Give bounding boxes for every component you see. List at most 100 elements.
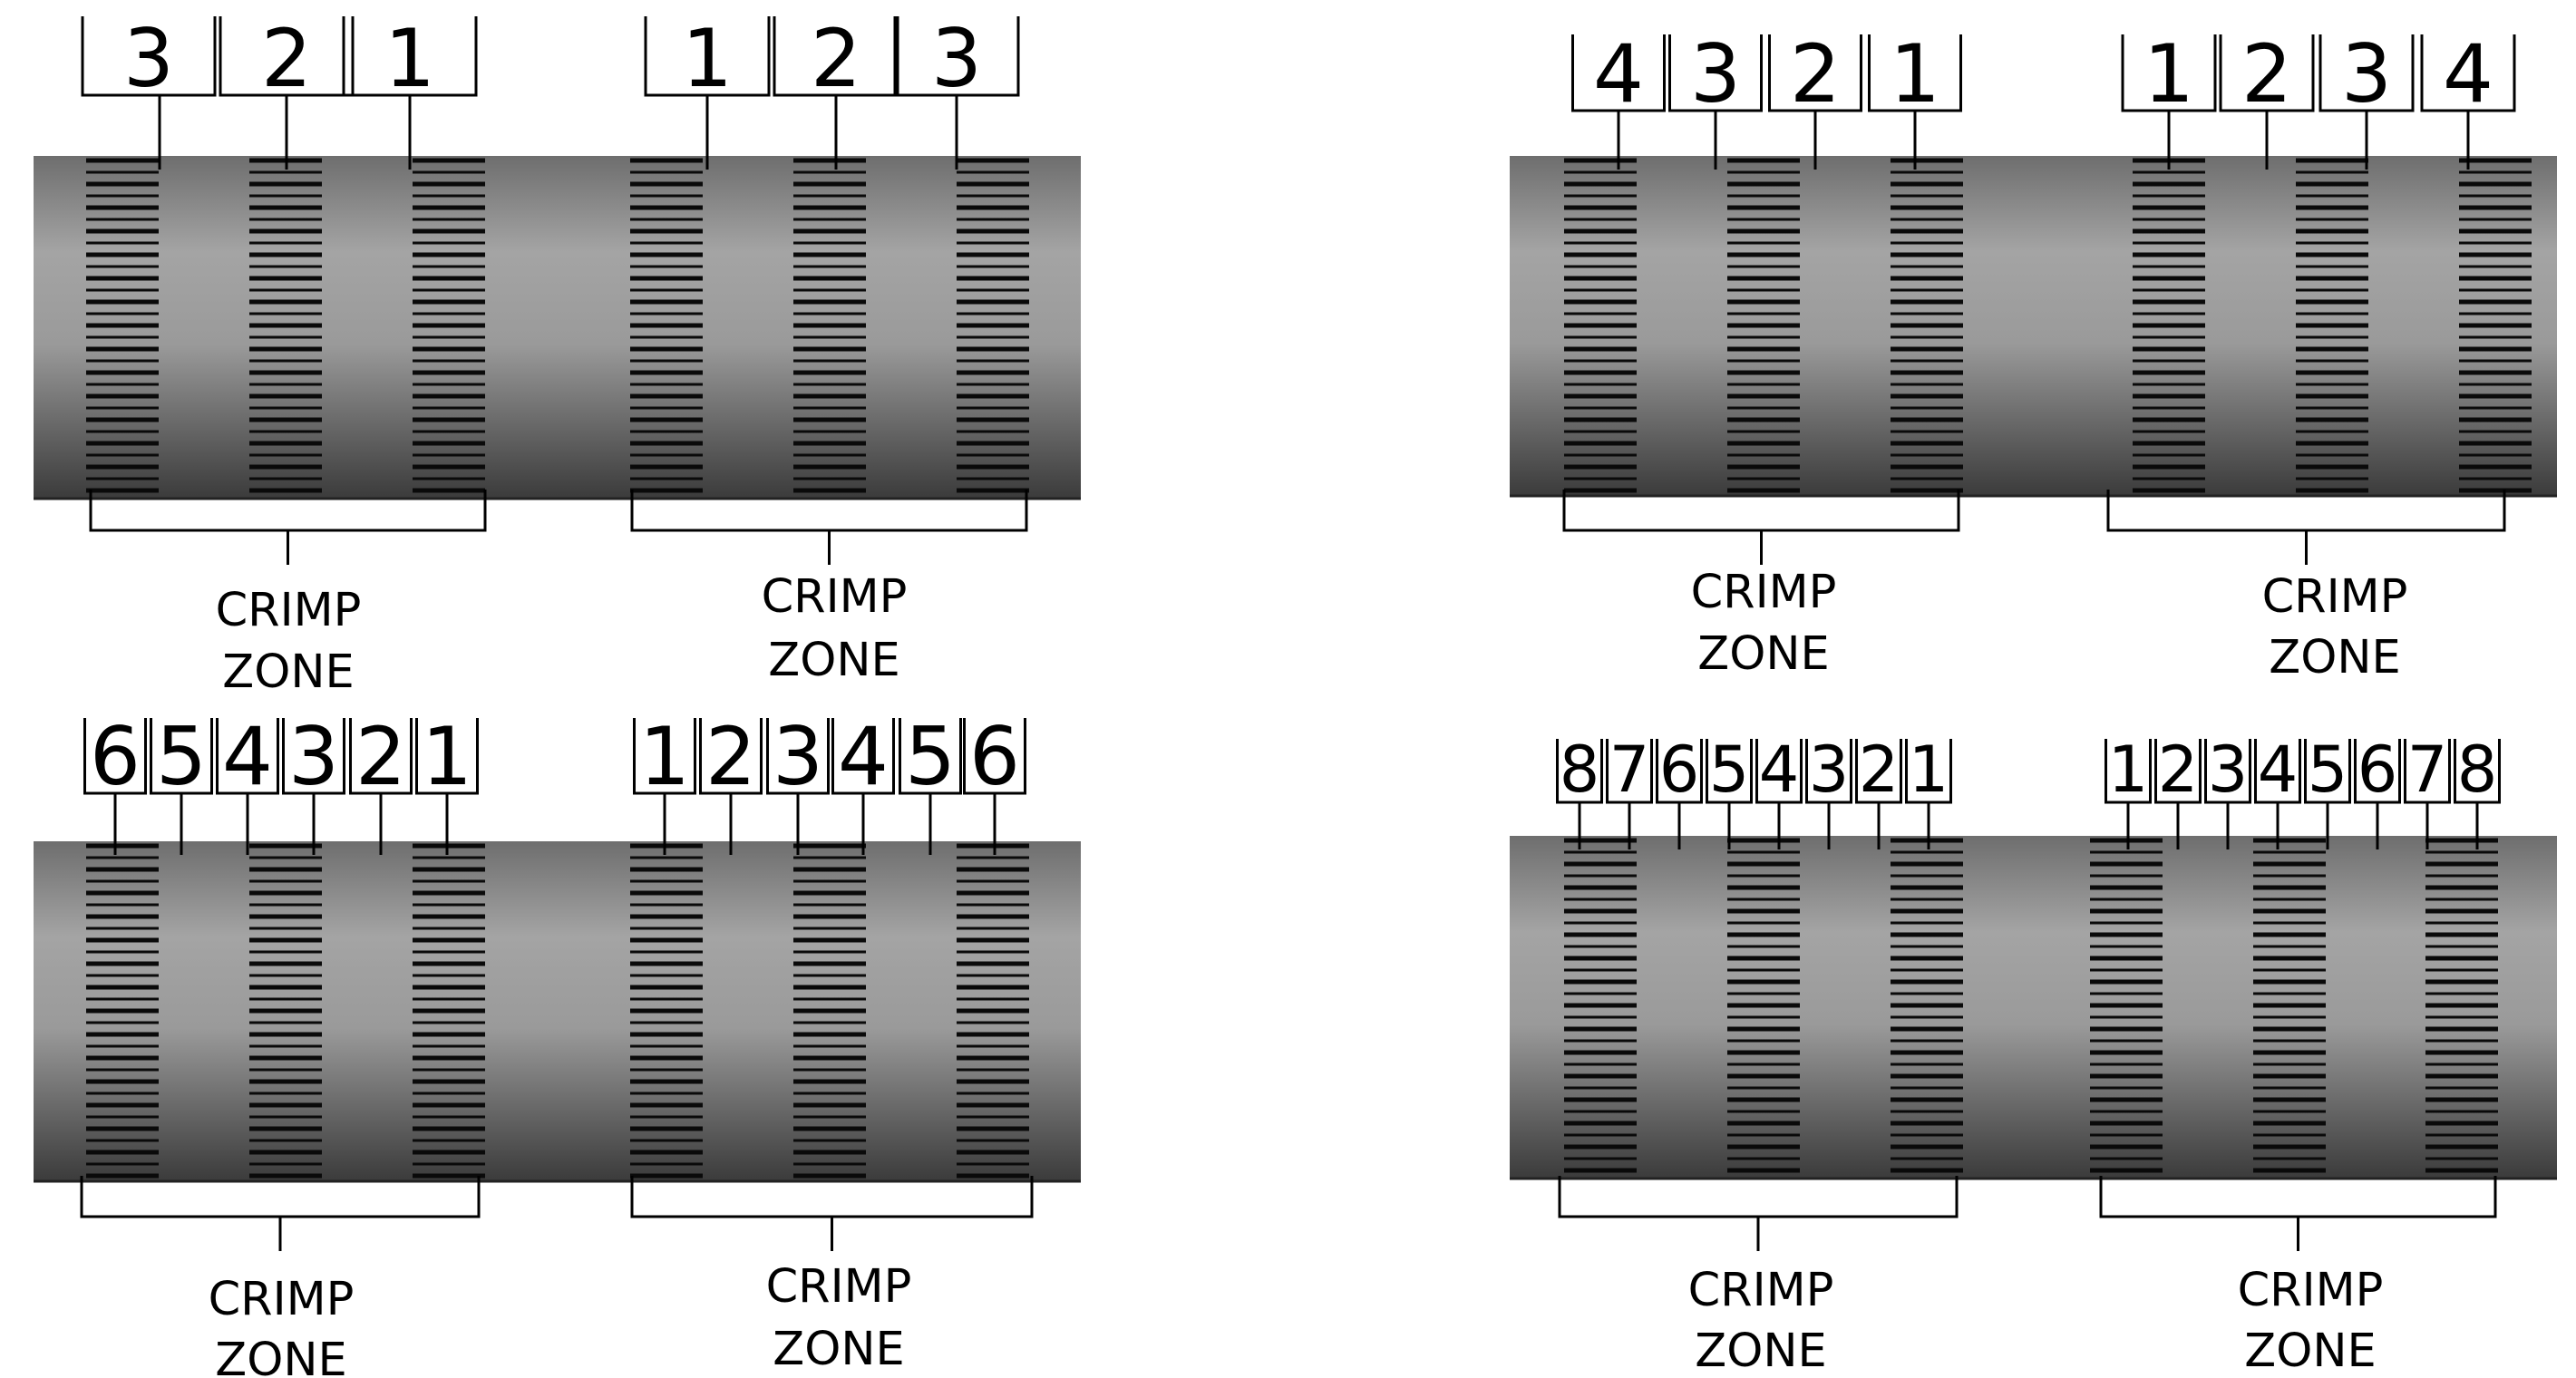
position-label: 5	[899, 710, 962, 855]
position-number: 5	[156, 710, 207, 803]
position-number: 1	[384, 12, 435, 105]
position-number: 2	[811, 12, 861, 105]
crimp-stripe-band	[249, 843, 322, 1179]
crimp-stripe-band	[2296, 158, 2368, 493]
crimp-stripe-band	[793, 158, 866, 493]
position-label: 4	[831, 710, 895, 855]
position-number: 4	[2443, 27, 2493, 121]
crimp-stripe-band	[2425, 838, 2498, 1173]
crimp-zone-bracket	[2099, 1176, 2497, 1218]
position-label: 5	[1706, 733, 1753, 849]
crimp-stripe-band	[793, 843, 866, 1179]
crimp-label: CRIMP	[2238, 1264, 2384, 1317]
position-label: 3	[1805, 733, 1852, 849]
crimp-stripe-band	[1727, 158, 1800, 493]
position-number: 1	[639, 710, 690, 803]
crimp-label: CRIMP	[762, 570, 908, 624]
position-label: 1	[2121, 27, 2217, 170]
crimp-stripe-band	[413, 843, 485, 1179]
position-number: 7	[2407, 733, 2448, 807]
crimp-label: CRIMP	[2262, 570, 2408, 624]
position-number: 4	[838, 710, 889, 803]
position-number: 1	[1909, 733, 1949, 807]
position-label: 2	[699, 710, 763, 855]
position-number: 6	[1659, 733, 1700, 807]
crimp-stripe-band	[86, 158, 159, 493]
position-label: 1	[1905, 733, 1952, 849]
position-label: 2	[219, 12, 355, 170]
position-label: 2	[349, 710, 413, 855]
crimp-stripe-band	[1727, 838, 1800, 1173]
zone-label: ZONE	[222, 645, 354, 699]
zone-label: ZONE	[215, 1334, 346, 1378]
position-label: 3	[1668, 27, 1763, 170]
position-number: 2	[1790, 27, 1841, 121]
crimp-stripe-band	[957, 843, 1029, 1179]
position-label: 3	[2204, 733, 2251, 849]
crimp-label: CRIMP	[216, 584, 362, 637]
position-number: 8	[1560, 733, 1600, 807]
crimp-stripe-band	[1891, 838, 1963, 1173]
position-number: 2	[261, 12, 312, 105]
position-number: 1	[422, 710, 472, 803]
position-number: 4	[1759, 733, 1800, 807]
position-number: 6	[90, 710, 141, 803]
position-number: 8	[2457, 733, 2498, 807]
position-label: 6	[2354, 733, 2401, 849]
position-label: 4	[216, 710, 279, 855]
position-label: 3	[282, 710, 345, 855]
position-label: 4	[2254, 733, 2301, 849]
position-number: 2	[355, 710, 406, 803]
crimp-label: CRIMP	[1688, 1264, 1834, 1317]
position-number: 3	[931, 12, 982, 105]
position-number: 3	[773, 710, 823, 803]
crimp-stripe-band	[2459, 158, 2532, 493]
position-number: 4	[1593, 27, 1644, 121]
cable-cylinder	[34, 841, 1081, 1181]
position-label: 2	[773, 12, 899, 170]
position-label: 8	[1556, 733, 1603, 849]
position-number: 1	[2108, 733, 2149, 807]
position-number: 3	[1809, 733, 1850, 807]
cable-cylinder	[34, 156, 1081, 499]
position-label: 3	[893, 12, 1020, 170]
position-label: 4	[2420, 27, 2516, 170]
zone-label: ZONE	[2269, 631, 2400, 684]
position-number: 4	[222, 710, 273, 803]
position-label: 4	[1571, 27, 1666, 170]
cable-cylinder	[1510, 836, 2557, 1179]
position-label: 6	[83, 710, 147, 855]
crimp-stripe-band	[630, 158, 703, 493]
crimp-stripe-band	[1891, 158, 1963, 493]
position-number: 7	[1609, 733, 1650, 807]
crimp-zone-bracket	[1558, 1176, 1959, 1218]
position-label: 2	[1855, 733, 1902, 849]
crimp-stripe-band	[630, 843, 703, 1179]
position-number: 1	[2143, 27, 2194, 121]
position-number: 2	[705, 710, 756, 803]
crimp-stripe-band	[2253, 838, 2326, 1173]
position-label: 8	[2454, 733, 2501, 849]
position-label: 3	[81, 12, 217, 170]
position-number: 1	[1890, 27, 1940, 121]
crimp-label: CRIMP	[209, 1273, 355, 1326]
position-label: 2	[2219, 27, 2315, 170]
crimp-stripe-band	[86, 843, 159, 1179]
position-label: 7	[1606, 733, 1653, 849]
position-label: 1	[1868, 27, 1962, 170]
position-number: 3	[2208, 733, 2249, 807]
position-number: 5	[1709, 733, 1750, 807]
position-label: 3	[766, 710, 830, 855]
position-number: 4	[2258, 733, 2299, 807]
position-number: 2	[2241, 27, 2292, 121]
position-label: 5	[2304, 733, 2351, 849]
position-number: 3	[288, 710, 339, 803]
